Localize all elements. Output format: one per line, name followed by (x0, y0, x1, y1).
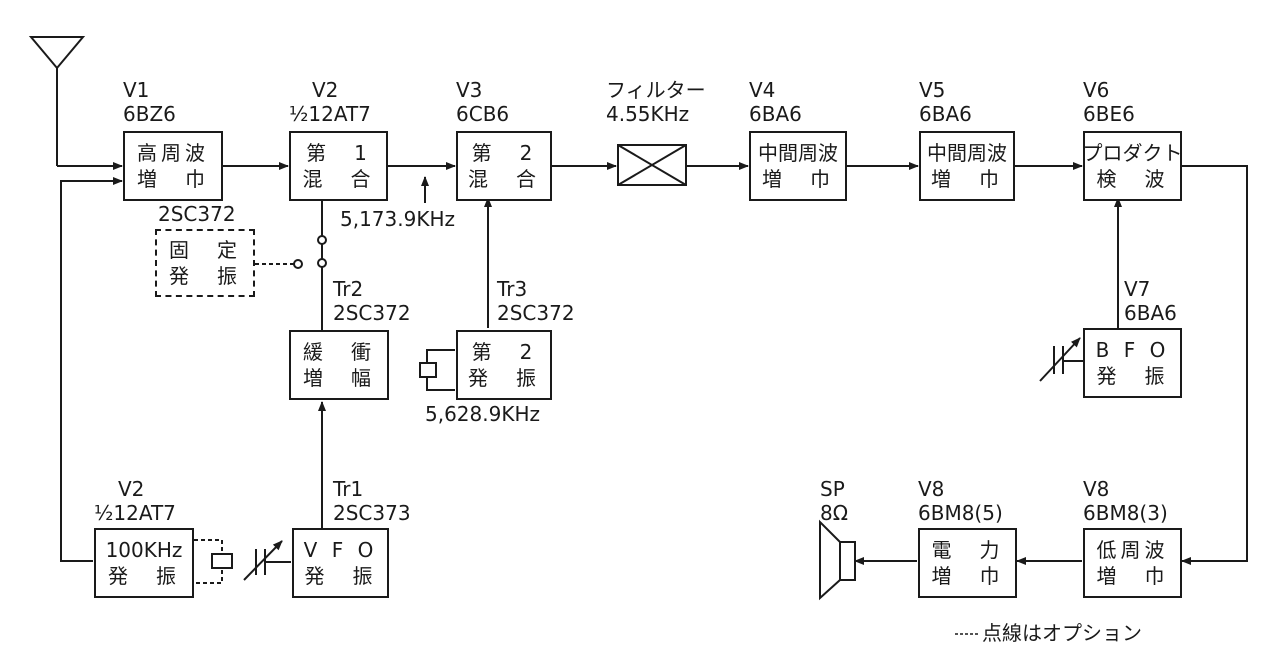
osc2-line2: 発 振 (468, 366, 540, 390)
mix1-line1: 第 1 (306, 141, 371, 165)
mix2-label: V3 (456, 78, 483, 102)
v8-audio-tube: 6BM8(3) (1083, 501, 1168, 525)
buffer-line1: 緩 衝 (303, 340, 375, 364)
speaker-impedance: 8Ω (820, 501, 849, 525)
mix2-block: 第 2 混 合 (456, 131, 552, 201)
v6-label: V6 (1083, 78, 1110, 102)
filter-freq: 4.55KHz (606, 102, 690, 126)
osc2-label: Tr3 (497, 277, 528, 301)
v1-line1: 高周波 (137, 141, 209, 165)
legend-text: 点線はオプション (982, 621, 1142, 645)
antenna-icon (28, 36, 86, 70)
fixed-osc-line2: 発 振 (169, 264, 241, 288)
bfo-tube: 6BA6 (1124, 301, 1177, 325)
v8-power-label: V8 (918, 477, 945, 501)
crystal-osc2-icon (419, 362, 437, 378)
v1-tube: 6BZ6 (123, 102, 176, 126)
v4-if-amp-block: 中間周波 増 巾 (749, 131, 847, 201)
switch-contact-fixed (293, 259, 303, 269)
speaker-icon (819, 519, 856, 601)
switch-contact-top (317, 235, 327, 245)
v1-rf-amp-block: 高周波 増 巾 (123, 131, 223, 201)
switch-contact-bottom (317, 258, 327, 268)
bfo-line1: B F O (1095, 338, 1170, 362)
fixed-osc-label: 2SC372 (158, 202, 236, 226)
v8-power-line1: 電 力 (931, 538, 1004, 562)
v6-product-detector-block: プロダクト 検 波 (1082, 131, 1183, 201)
crystal-100k-icon (211, 553, 233, 569)
v6-line1: プロダクト (1082, 141, 1183, 165)
v8-audio-label: V8 (1083, 477, 1110, 501)
filter-symbol (617, 144, 687, 186)
v8-audio-line1: 低周波 (1096, 538, 1169, 562)
vfo-line2: 発 振 (304, 564, 377, 588)
vfo-block: V F O 発 振 (292, 528, 389, 598)
buffer-part: 2SC372 (333, 301, 411, 325)
v5-label: V5 (919, 78, 946, 102)
speaker-label: SP (820, 477, 845, 501)
wire-100k-v1 (60, 177, 123, 562)
buffer-amp-block: 緩 衝 増 幅 (289, 330, 389, 400)
v5-if-amp-block: 中間周波 増 巾 (919, 131, 1015, 201)
vfo-label: Tr1 (333, 477, 364, 501)
v4-line2: 増 巾 (762, 167, 834, 191)
v1-line2: 増 巾 (137, 167, 209, 191)
osc2-block: 第 2 発 振 (456, 330, 552, 400)
v5-line2: 増 巾 (931, 167, 1003, 191)
vfo-variable-capacitor-icon (243, 540, 291, 581)
v8-audio-line2: 増 巾 (1096, 564, 1169, 588)
fixed-osc-line1: 固 定 (169, 238, 241, 262)
filter-label: フィルター (606, 78, 706, 102)
v4-line1: 中間周波 (758, 141, 838, 165)
v5-tube: 6BA6 (919, 102, 972, 126)
buffer-label: Tr2 (333, 277, 364, 301)
osc2-part: 2SC372 (497, 301, 575, 325)
mix2-line2: 混 合 (468, 167, 540, 191)
freq-mix1: 5,173.9KHz (340, 207, 455, 231)
mix1-label: V2 (312, 78, 339, 102)
v5-line1: 中間周波 (927, 141, 1007, 165)
mix1-tube: ½12AT7 (289, 102, 371, 126)
osc2-line1: 第 2 (471, 340, 537, 364)
osc-100k-line1: 100KHz (105, 538, 183, 562)
v6-line2: 検 波 (1096, 167, 1169, 191)
buffer-line2: 増 幅 (303, 366, 375, 390)
v8-audio-amp-block: 低周波 増 巾 (1083, 528, 1182, 598)
bfo-label: V7 (1124, 277, 1151, 301)
vfo-line1: V F O (303, 538, 378, 562)
vfo-part: 2SC373 (333, 501, 411, 525)
v6-tube: 6BE6 (1083, 102, 1135, 126)
bfo-variable-capacitor-icon (1039, 337, 1083, 382)
v4-tube: 6BA6 (749, 102, 802, 126)
v8-power-amp-block: 電 力 増 巾 (918, 528, 1017, 598)
osc-100k-line2: 発 振 (108, 564, 180, 588)
mix2-tube: 6CB6 (456, 102, 510, 126)
bfo-line2: 発 振 (1096, 364, 1169, 388)
osc-100k-label: V2 (118, 477, 145, 501)
fixed-osc-block: 固 定 発 振 (155, 229, 255, 297)
wire-v6-audio (1181, 165, 1248, 565)
v8-power-line2: 増 巾 (931, 564, 1004, 588)
mix1-line2: 混 合 (302, 167, 375, 191)
freq-osc2: 5,628.9KHz (425, 402, 540, 426)
mix1-block: 第 1 混 合 (289, 131, 388, 201)
bfo-block: B F O 発 振 (1083, 328, 1182, 398)
mix2-line1: 第 2 (471, 141, 537, 165)
v8-power-tube: 6BM8(5) (918, 501, 1003, 525)
v1-label: V1 (123, 78, 150, 102)
osc-100k-block: 100KHz 発 振 (94, 528, 194, 598)
osc-100k-tube: ½12AT7 (94, 501, 176, 525)
v4-label: V4 (749, 78, 776, 102)
